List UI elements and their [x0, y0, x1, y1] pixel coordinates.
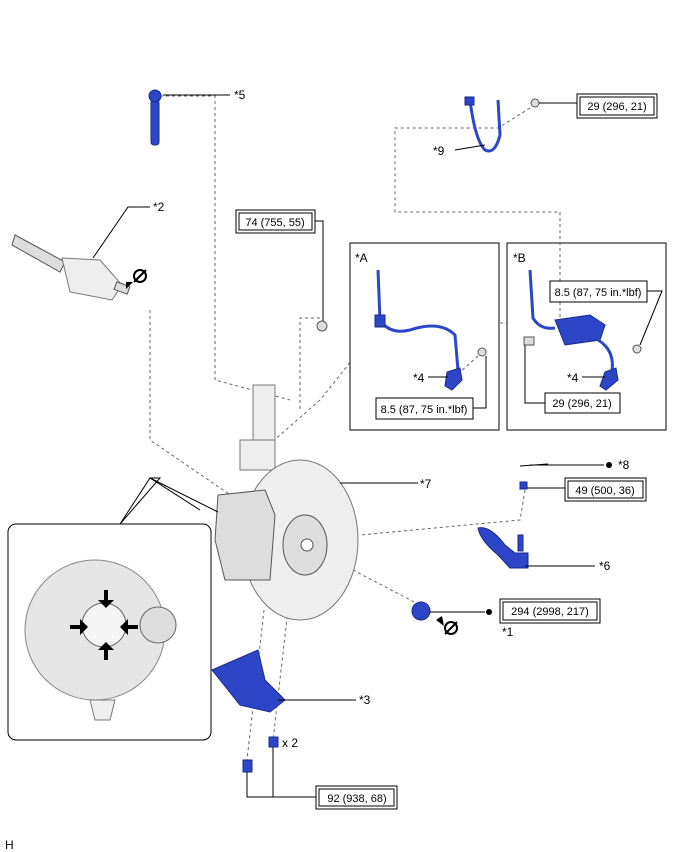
callout-9: *9 — [433, 144, 445, 158]
torque-box-strut-nut: 74 (755, 55) — [235, 209, 316, 234]
torque-box-tie-rod: 49 (500, 36) — [564, 477, 647, 502]
callout-2: *2 — [153, 200, 165, 214]
hub-nut — [411, 601, 431, 621]
callout-1: *1 — [502, 625, 514, 639]
callout-6: *6 — [599, 559, 611, 573]
strut-assembly — [239, 384, 276, 471]
detail-inset — [7, 477, 219, 741]
drive-shaft — [11, 234, 131, 301]
svg-text:29 (296, 21): 29 (296, 21) — [552, 398, 611, 410]
brake-disc — [241, 459, 359, 621]
callout-8: *8 — [618, 458, 630, 472]
lower-bolt — [242, 759, 253, 773]
no-reuse-icon — [126, 269, 147, 289]
svg-text:*A: *A — [355, 251, 368, 265]
svg-text:74 (755, 55): 74 (755, 55) — [245, 217, 304, 229]
tie-rod-nut — [519, 481, 528, 490]
svg-text:8.5 (87, 75 in.*lbf): 8.5 (87, 75 in.*lbf) — [555, 287, 642, 299]
inset-b: *B 8.5 (87, 75 in.*lbf) *4 29 (296, 21) — [506, 212, 667, 431]
quantity-label: x 2 — [282, 736, 298, 750]
direction-arrow-icons — [70, 590, 138, 660]
svg-text:49 (500, 36): 49 (500, 36) — [575, 485, 634, 497]
svg-text:92 (938, 68): 92 (938, 68) — [327, 793, 386, 805]
torque-box-lower-bolts: 92 (938, 68) — [315, 785, 398, 810]
lower-bracket — [211, 649, 286, 713]
lower-bolt — [268, 736, 279, 748]
svg-text:*B: *B — [513, 251, 526, 265]
brake-caliper — [214, 489, 276, 581]
svg-text:*4: *4 — [413, 371, 425, 385]
harness-clamp — [464, 96, 502, 153]
svg-text:29 (296, 21): 29 (296, 21) — [587, 101, 646, 113]
callout-7: *7 — [420, 477, 432, 491]
harness-bolt — [530, 98, 540, 108]
torque-box-hub-nut: 294 (2998, 217) — [499, 598, 601, 624]
svg-text:294 (2998, 217): 294 (2998, 217) — [511, 606, 589, 618]
callout-5: *5 — [234, 88, 246, 102]
tie-rod-end — [477, 527, 529, 569]
torque-box-harness: 29 (296, 21) — [576, 93, 658, 119]
svg-text:8.5 (87, 75 in.*lbf): 8.5 (87, 75 in.*lbf) — [381, 404, 468, 416]
strut-nut — [316, 320, 328, 332]
stabilizer-link — [148, 89, 162, 146]
svg-text:*4: *4 — [567, 371, 579, 385]
corner-mark: H — [5, 838, 14, 852]
no-reuse-icon — [436, 616, 458, 635]
callout-3: *3 — [359, 693, 371, 707]
inset-a: *A *4 8.5 (87, 75 in.*lbf) — [349, 242, 500, 431]
